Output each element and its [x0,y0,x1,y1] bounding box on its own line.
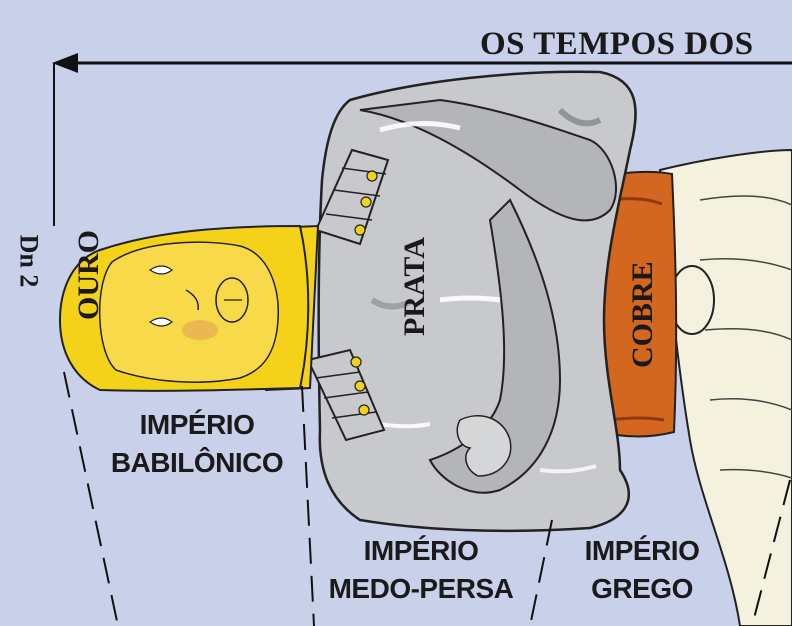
empire-label-line: BABILÔNICO [110,447,284,478]
shoulder-plates-top [314,148,390,246]
silver-torso [317,70,637,533]
empire-label-greek: IMPÉRIO GREGO [572,532,712,608]
chapter-reference: Dn 2 [14,234,44,288]
metal-label-gold: OURO [72,230,105,320]
empire-label-line: IMPÉRIO [139,409,255,440]
empire-label-line: GREGO [591,573,693,604]
empire-label-line: IMPÉRIO [584,535,700,566]
header-arrow [52,53,792,226]
header-title: OS TEMPOS DOS [480,26,754,62]
empire-label-babylonian: IMPÉRIO BABILÔNICO [92,406,302,482]
divider-lines [63,371,791,626]
shoulder-plates-bottom [306,348,386,442]
gold-head [58,224,320,392]
empire-label-medo-persian: IMPÉRIO MEDO-PERSA [316,532,526,608]
empire-label-line: MEDO-PERSA [328,573,514,604]
metal-label-silver: PRATA [398,237,431,336]
metal-label-copper: COBRE [626,261,659,368]
empire-label-line: IMPÉRIO [363,535,479,566]
